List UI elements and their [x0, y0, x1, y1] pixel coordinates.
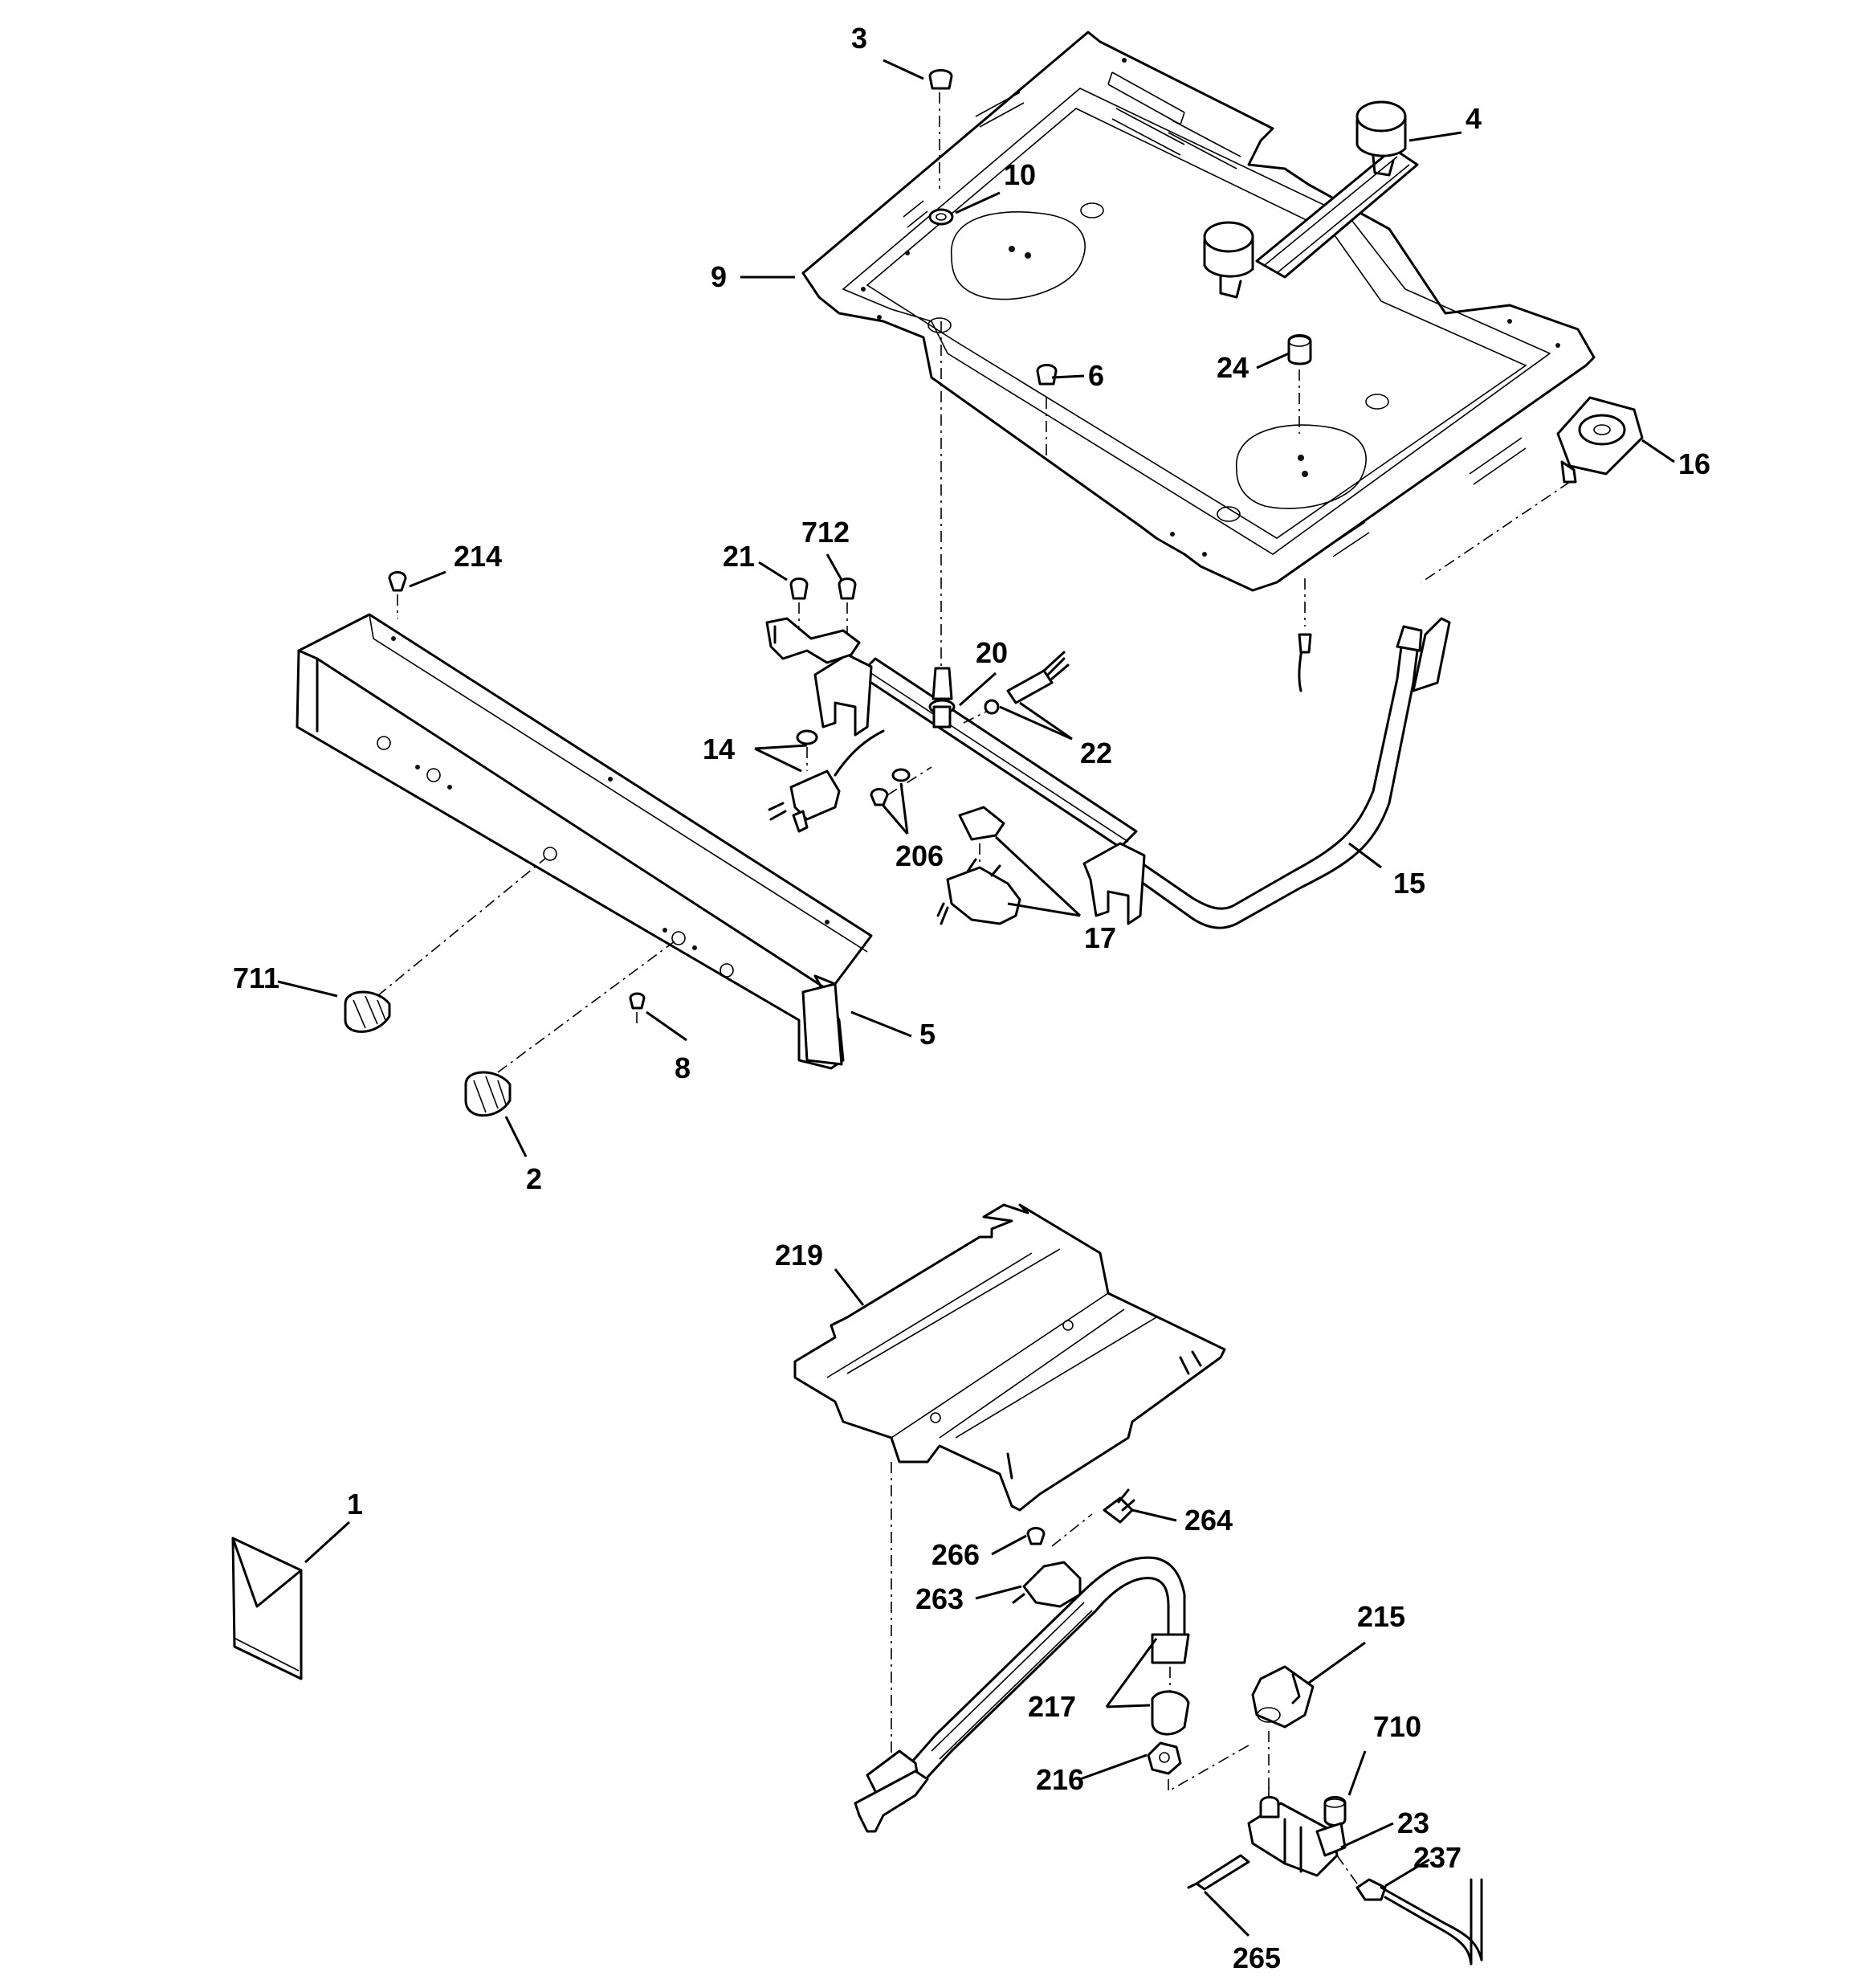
part-cap-710: [1323, 1796, 1347, 1827]
part-pilot-263: [1012, 1513, 1093, 1608]
part-oven-burner-217: [854, 1556, 1190, 1833]
callout-712: 712: [801, 516, 850, 549]
connector-small: [1298, 633, 1312, 654]
callout-206: 214: [454, 540, 502, 573]
callout-219: 219: [775, 1239, 823, 1272]
callout-5: 5: [919, 1018, 936, 1051]
callout-263: 263: [915, 1582, 964, 1615]
part-control-panel-5: [296, 613, 873, 1070]
callout-22: 22: [1080, 737, 1112, 769]
callout-14: 15: [1393, 867, 1425, 900]
callout-labels: 3 10 9 6 4 24 16 20 22 15 21 712 14 206 …: [233, 22, 1710, 1974]
callout-217: 217: [1028, 1690, 1076, 1723]
callout-9: 9: [711, 260, 727, 293]
part-sensor-237: [1336, 1855, 1483, 1966]
callout-10: 10: [1004, 158, 1036, 191]
part-thermostat-17: [936, 806, 1021, 925]
part-igniter-264: [1103, 1488, 1135, 1524]
callout-215: 215: [1357, 1600, 1405, 1633]
part-bracket-16: [1556, 396, 1644, 484]
part-valve-15: [768, 729, 885, 833]
part-screw-6: [1036, 364, 1058, 458]
callout-8: 8: [675, 1051, 691, 1084]
callout-6: 6: [1088, 359, 1104, 392]
part-burner-box: [801, 31, 1596, 592]
part-valve-214: [1247, 1787, 1347, 1877]
callout-711: 711: [233, 961, 279, 994]
callout-1: 1: [347, 1488, 363, 1521]
callout-2: 2: [526, 1162, 542, 1195]
part-grommet-10: [928, 208, 954, 667]
callout-214: 23: [1397, 1806, 1429, 1839]
part-screw-712: [838, 578, 857, 635]
callout-23: 24: [1217, 351, 1249, 384]
part-bracket-215: [1251, 1665, 1315, 1795]
callout-4: 4: [1466, 102, 1482, 135]
callout-237: 237: [1413, 1841, 1461, 1874]
part-knob-2: [464, 941, 675, 1117]
part-thermocouple-265: [1187, 1854, 1250, 1891]
part-screw-266: [1026, 1527, 1046, 1545]
callout-21: 21: [723, 540, 755, 573]
callout-24: 206: [895, 839, 944, 872]
callout-15: 14: [703, 733, 735, 765]
callout-3: 3: [851, 22, 867, 55]
centerline-16: [1421, 481, 1571, 583]
callout-266: 266: [932, 1538, 980, 1571]
callout-264: 264: [1184, 1504, 1233, 1537]
part-screw-206: [388, 571, 407, 618]
callout-710: 710: [1373, 1710, 1421, 1743]
callout-16: 16: [1678, 447, 1710, 480]
part-manifold-14: [765, 617, 1451, 929]
part-screw-21: [789, 578, 809, 627]
callout-17: 17: [1084, 921, 1116, 954]
part-screw-3: [928, 69, 953, 189]
part-orifice-23: [1287, 334, 1312, 434]
part-envelope-1: [231, 1537, 303, 1680]
part-nut-216: [1147, 1741, 1254, 1793]
callout-265: 265: [1233, 1941, 1281, 1974]
part-top-burner-assembly: [1203, 100, 1419, 299]
part-screw-8: [629, 992, 646, 1024]
leader-lines: [277, 59, 1675, 1937]
part-baffle-219: [793, 1203, 1226, 1783]
callout-20: 20: [976, 636, 1008, 669]
part-knob-711: [344, 857, 547, 1033]
part-igniter-22: [963, 651, 1070, 724]
part-screw-24: [870, 766, 932, 806]
part-fitting-20: [928, 667, 956, 729]
callout-216: 216: [1036, 1763, 1084, 1796]
